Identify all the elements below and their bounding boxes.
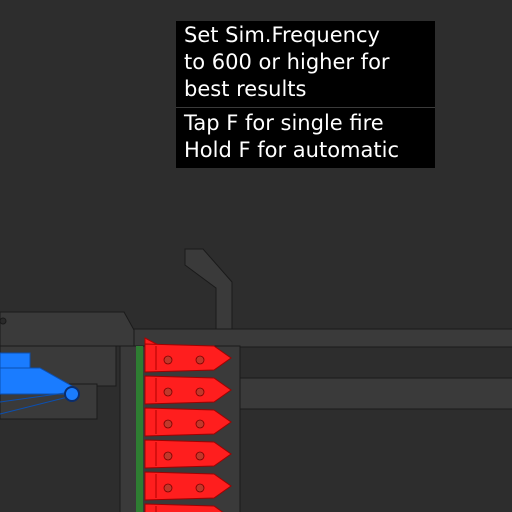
cartridge-body [144, 343, 232, 373]
control-line: Hold F for automatic [184, 138, 399, 162]
barrel-rail[interactable] [124, 328, 512, 348]
cartridge-body [144, 407, 232, 437]
cartridge-marker [195, 387, 205, 397]
lower-rail[interactable] [239, 377, 512, 410]
cartridge-marker [163, 419, 173, 429]
cartridge-stack [144, 343, 232, 512]
receiver-body[interactable] [0, 311, 135, 347]
cartridge-body [144, 471, 232, 501]
cartridge[interactable] [144, 503, 231, 512]
cartridge[interactable] [144, 471, 232, 501]
cartridge[interactable] [144, 375, 232, 405]
gas-tube[interactable] [184, 248, 233, 330]
instruction-panel: Set Sim.Frequency to 600 or higher for b… [176, 21, 435, 168]
sim-frequency-tip: Set Sim.Frequency to 600 or higher for b… [176, 21, 435, 107]
tip-line: to 600 or higher for [184, 50, 390, 74]
cartridge-marker [163, 355, 173, 365]
cartridge-marker [195, 451, 205, 461]
cartridge-marker [163, 451, 173, 461]
cartridge-marker [195, 483, 205, 493]
fire-controls-tip: Tap F for single fire Hold F for automat… [176, 107, 435, 168]
cartridge-marker [163, 483, 173, 493]
cartridge[interactable] [144, 407, 232, 437]
cartridge[interactable] [144, 439, 232, 469]
bolt-mechanism[interactable] [0, 352, 80, 415]
tip-line: best results [184, 77, 307, 101]
cartridge-body [144, 439, 232, 469]
magazine-feed-strip [136, 346, 143, 512]
receiver-pin [0, 317, 7, 325]
bolt-pivot[interactable] [64, 386, 80, 402]
bolt-block[interactable] [0, 352, 31, 370]
cartridge-body [144, 375, 232, 405]
cartridge-body [144, 503, 224, 512]
cartridge-marker [163, 387, 173, 397]
tip-line: Set Sim.Frequency [184, 23, 380, 47]
bolt-link-lower [0, 395, 73, 415]
bolt-link-upper [0, 391, 73, 403]
cartridge-marker [195, 355, 205, 365]
cartridge[interactable] [144, 343, 232, 373]
control-line: Tap F for single fire [184, 111, 384, 135]
cartridge-marker [195, 419, 205, 429]
